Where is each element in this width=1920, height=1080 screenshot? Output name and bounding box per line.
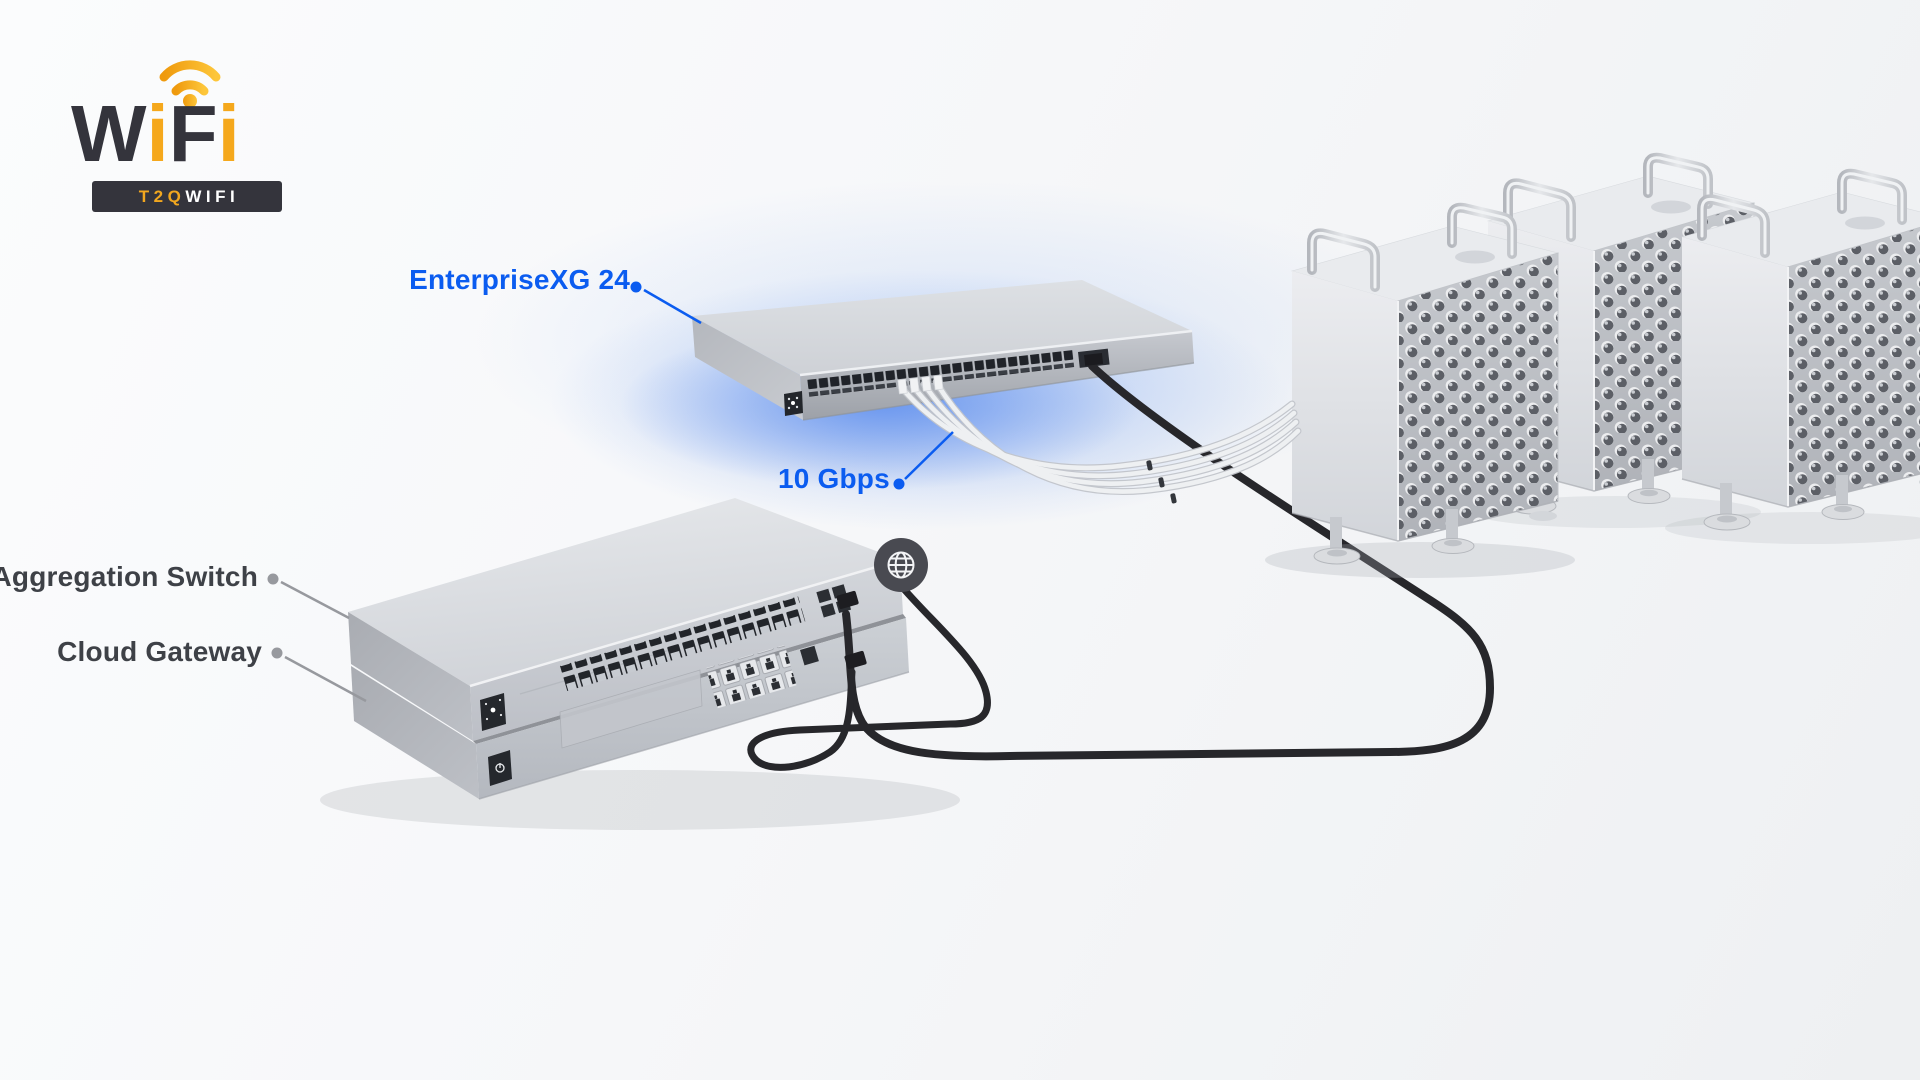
gateway-status-display [488, 750, 512, 786]
brand-letter: i [146, 89, 169, 178]
aggregation-status-display [480, 693, 506, 731]
switch-rj45-ports [806, 350, 1075, 397]
label-cloud-gateway: Cloud Gateway [57, 636, 262, 667]
brand-letter: i [217, 89, 240, 178]
enterprisexg24-switch [692, 280, 1195, 421]
brand-wordmark: W i F i [71, 94, 240, 174]
workstation-tower-3 [1682, 174, 1920, 530]
internet-globe-icon [874, 538, 928, 592]
brand-letter: F [168, 89, 218, 178]
wifi-signal-icon [159, 60, 221, 108]
workstation-tower-1 [1292, 208, 1558, 564]
leader-gateway [271, 647, 367, 703]
leader-speed [893, 431, 954, 490]
label-10gbps: 10 Gbps [778, 463, 890, 494]
patch-cables-white [897, 374, 1302, 504]
switch-status-display [784, 391, 803, 416]
leader-switch [630, 281, 702, 325]
cloud-gateway-device [351, 614, 910, 800]
label-enterprisexg24: EnterpriseXG 24 [409, 264, 630, 295]
brand-badge-prefix: T2Q [138, 186, 186, 206]
dac-plug-switch-end [1084, 352, 1104, 366]
leader-aggregation [267, 573, 350, 620]
cable-ferrules [1146, 460, 1177, 504]
tower1-shadow [1265, 542, 1575, 578]
cable-internet-to-gateway [747, 584, 991, 771]
label-aggregation-switch: Aggregation Switch [0, 561, 258, 592]
plug-gateway-end [844, 650, 867, 669]
aggregation-switch-device [348, 498, 903, 741]
brand-badge: T2Q WIFI [92, 181, 282, 212]
aggregation-sfp-ports [560, 596, 806, 691]
brand-letter: W [71, 89, 147, 178]
gateway-wan-port [800, 645, 819, 666]
stack-shadow [320, 770, 960, 830]
brand-badge-suffix: WIFI [185, 186, 240, 206]
dac-cable-switch-to-aggregation [842, 362, 1495, 761]
patch-plugs-switch-end [897, 374, 944, 395]
gateway-rj45-ports [706, 644, 797, 709]
brand-logo: W i F i T2Q WIFI [71, 44, 295, 216]
dac-plug-aggregation-end [836, 590, 859, 609]
